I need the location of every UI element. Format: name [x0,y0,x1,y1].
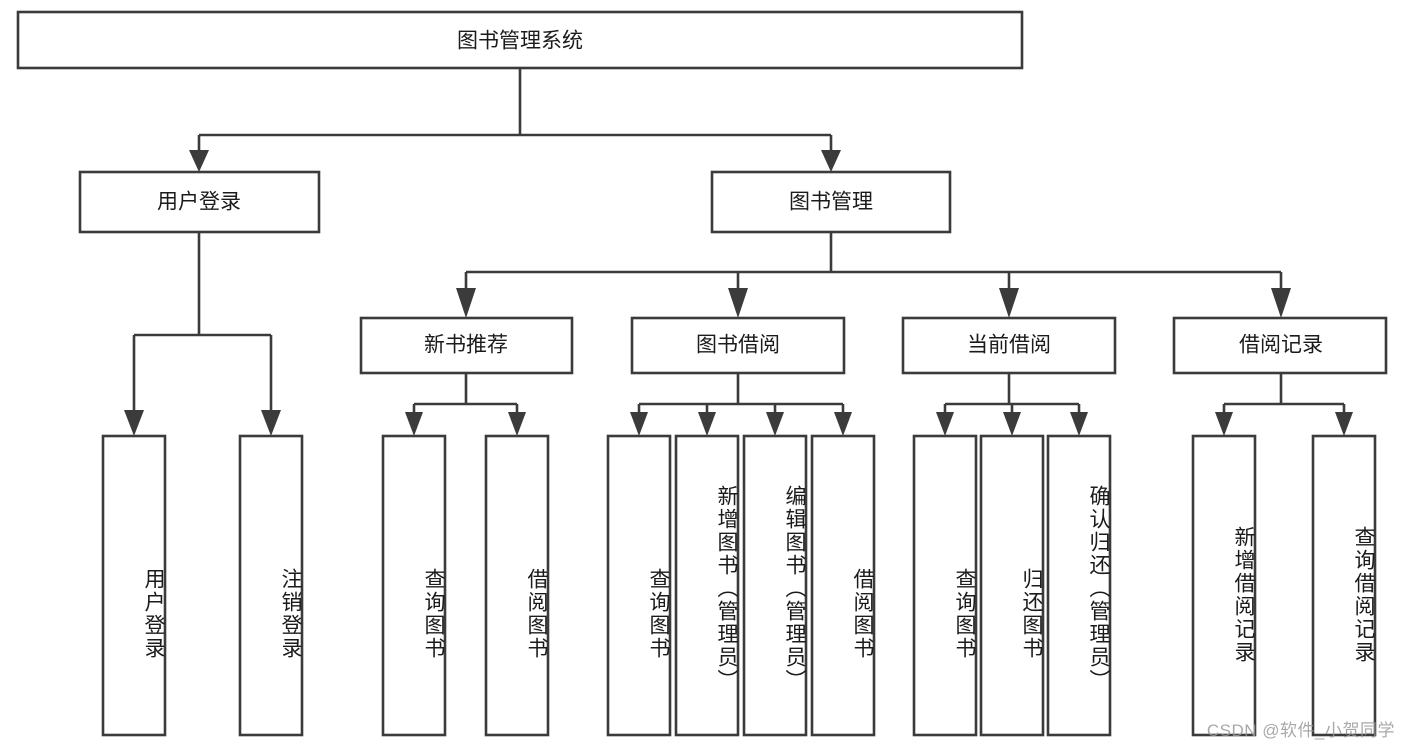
leaf-add-book-box[interactable] [674,434,740,737]
arrow-to-book-borrow [728,288,748,318]
leaf-box-layer [101,434,1377,737]
node-new-book-rec-box[interactable] [359,316,574,375]
node-root-label: 图书管理系统 [457,30,583,53]
arrow-br-c2 [1335,412,1353,436]
arrow-bb-c2 [698,412,716,436]
node-new-book-rec[interactable]: 新书推荐 [359,316,574,375]
arrow-nbr-c1 [405,412,423,436]
node-current-borrow[interactable]: 当前借阅 [901,316,1117,375]
arrow-bb-c3 [766,412,784,436]
leaf-return-book-box[interactable] [979,434,1045,737]
arrow-to-borrow-record [1271,288,1291,318]
node-borrow-record-box[interactable] [1172,316,1388,375]
leaf-add-record-box[interactable] [1191,434,1257,737]
leaf-confirm-return-box[interactable] [1046,434,1112,737]
leaf-query-book-1-box[interactable] [381,434,447,737]
arrow-to-current-borrow [999,288,1019,318]
arrow-bb-c1 [630,412,648,436]
node-new-book-rec-label: 新书推荐 [424,334,508,357]
arrow-cb-c2 [1003,412,1021,436]
arrow-nbr-c2 [508,412,526,436]
arrow-cb-c1 [936,412,954,436]
arrow-to-user-login [189,150,209,172]
node-root-box[interactable] [16,10,1024,70]
node-book-borrow-box[interactable] [630,316,846,375]
arrow-ul-child2 [261,410,281,436]
leaf-query-book-3-box[interactable] [912,434,978,737]
node-user-login-box[interactable] [78,170,321,234]
leaf-query-book-2-box[interactable] [606,434,672,737]
arrow-to-new-book-rec [456,288,476,318]
arrow-cb-c3 [1070,412,1088,436]
leaf-user-logout-box[interactable] [238,434,304,737]
arrow-to-book-manage [821,150,841,172]
arrow-bb-c4 [834,412,852,436]
node-current-borrow-label: 当前借阅 [967,334,1051,357]
node-borrow-record-label: 借阅记录 [1239,334,1323,357]
node-book-manage-label: 图书管理 [789,191,873,214]
arrow-ul-child1 [124,410,144,436]
node-root[interactable]: 图书管理系统 [16,10,1024,70]
leaf-query-record-box[interactable] [1311,434,1377,737]
csdn-watermark: CSDN @软件_小贺同学 [1206,721,1395,740]
node-book-manage-box[interactable] [710,170,952,234]
leaf-borrow-book-2-box[interactable] [810,434,876,737]
connector-layer [124,68,1353,436]
node-current-borrow-box[interactable] [901,316,1117,375]
node-borrow-record[interactable]: 借阅记录 [1172,316,1388,375]
node-user-login-label: 用户登录 [157,191,241,214]
arrow-br-c1 [1215,412,1233,436]
leaf-borrow-book-1-box[interactable] [484,434,550,737]
node-user-login[interactable]: 用户登录 [78,170,321,234]
node-book-borrow-label: 图书借阅 [696,334,780,357]
leaf-edit-book-box[interactable] [742,434,808,737]
leaf-user-login-box[interactable] [101,434,167,737]
node-book-borrow[interactable]: 图书借阅 [630,316,846,375]
node-book-manage[interactable]: 图书管理 [710,170,952,234]
